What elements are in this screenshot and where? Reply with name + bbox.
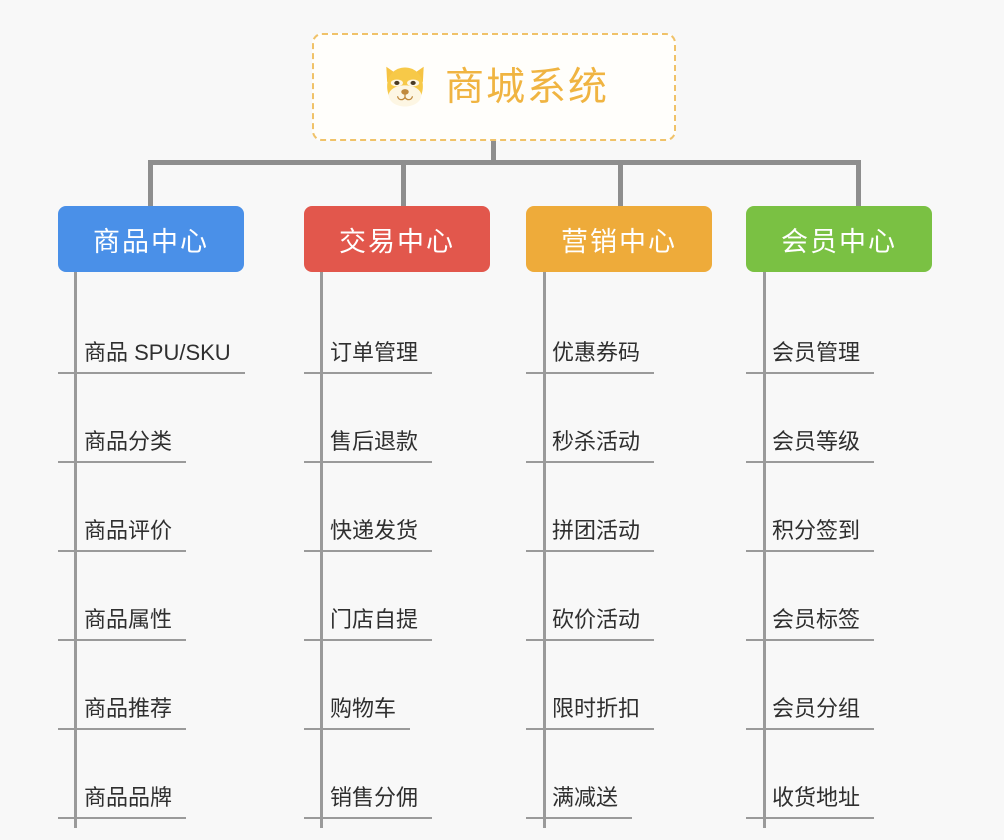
category-header-3[interactable]: 营销中心 [526, 206, 712, 272]
branch-body-3: 优惠券码 秒杀活动 拼团活动 砍价活动 限时折扣 满减送 [526, 272, 712, 828]
root-node-label: 商城系统 [444, 65, 609, 109]
category-header-1[interactable]: 商品中心 [58, 206, 244, 272]
list-item[interactable]: 订单管理 [304, 290, 490, 379]
leaf-label: 商品属性 [58, 607, 187, 641]
leaf-label: 商品分类 [58, 429, 187, 463]
leaf-label: 限时折扣 [526, 696, 655, 730]
connector-drop-3 [618, 160, 623, 208]
list-item[interactable]: 会员管理 [746, 290, 932, 379]
list-item[interactable]: 商品推荐 [58, 646, 244, 735]
leaf-label: 快递发货 [304, 518, 433, 552]
list-item[interactable]: 购物车 [304, 646, 490, 735]
list-item[interactable]: 秒杀活动 [526, 379, 712, 468]
shiba-dog-icon [379, 61, 431, 113]
branch-column-1: 商品中心 商品 SPU/SKU 商品分类 商品评价 商品属性 商品推荐 商品品牌 [58, 206, 245, 828]
branch-column-2: 交易中心 订单管理 售后退款 快递发货 门店自提 购物车 销售分佣 [304, 206, 490, 828]
leaf-label: 商品 SPU/SKU [58, 340, 245, 374]
leaf-label: 满减送 [526, 785, 633, 819]
leaf-label: 会员管理 [746, 340, 875, 374]
list-item[interactable]: 售后退款 [304, 379, 490, 468]
branch-column-4: 会员中心 会员管理 会员等级 积分签到 会员标签 会员分组 收货地址 [746, 206, 932, 828]
list-item[interactable]: 商品属性 [58, 557, 244, 646]
leaf-label: 收货地址 [746, 785, 875, 819]
leaf-label: 会员标签 [746, 607, 875, 641]
list-item[interactable]: 商品 SPU/SKU [58, 290, 245, 379]
list-item[interactable]: 积分签到 [746, 468, 932, 557]
connector-horizontal-bar [148, 160, 861, 165]
leaf-label: 优惠券码 [526, 340, 655, 374]
leaf-label: 秒杀活动 [526, 429, 655, 463]
leaf-label: 拼团活动 [526, 518, 655, 552]
category-header-1-label: 商品中心 [93, 226, 209, 257]
connector-drop-2 [401, 160, 406, 208]
list-item[interactable]: 会员等级 [746, 379, 932, 468]
leaf-label: 会员分组 [746, 696, 875, 730]
category-header-4-label: 会员中心 [781, 226, 897, 257]
list-item[interactable]: 商品分类 [58, 379, 244, 468]
leaf-label: 砍价活动 [526, 607, 655, 641]
leaf-label: 订单管理 [304, 340, 433, 374]
list-item[interactable]: 优惠券码 [526, 290, 712, 379]
list-item[interactable]: 商品评价 [58, 468, 244, 557]
leaf-label: 销售分佣 [304, 785, 433, 819]
list-item[interactable]: 会员标签 [746, 557, 932, 646]
category-header-2-label: 交易中心 [339, 226, 455, 257]
category-header-4[interactable]: 会员中心 [746, 206, 932, 272]
list-item[interactable]: 快递发货 [304, 468, 490, 557]
connector-root-stem [491, 141, 496, 163]
leaf-label: 商品评价 [58, 518, 187, 552]
category-header-2[interactable]: 交易中心 [304, 206, 490, 272]
branch-body-1: 商品 SPU/SKU 商品分类 商品评价 商品属性 商品推荐 商品品牌 [58, 272, 245, 828]
leaf-label: 售后退款 [304, 429, 433, 463]
leaf-label: 购物车 [304, 696, 411, 730]
leaf-label: 商品推荐 [58, 696, 187, 730]
list-item[interactable]: 商品品牌 [58, 735, 244, 824]
category-header-3-label: 营销中心 [561, 226, 677, 257]
connector-drop-4 [856, 160, 861, 208]
list-item[interactable]: 满减送 [526, 735, 712, 824]
leaf-label: 积分签到 [746, 518, 875, 552]
list-item[interactable]: 砍价活动 [526, 557, 712, 646]
leaf-label: 门店自提 [304, 607, 433, 641]
list-item[interactable]: 收货地址 [746, 735, 932, 824]
branch-column-3: 营销中心 优惠券码 秒杀活动 拼团活动 砍价活动 限时折扣 满减送 [526, 206, 712, 828]
list-item[interactable]: 门店自提 [304, 557, 490, 646]
connector-drop-1 [148, 160, 153, 208]
leaf-label: 商品品牌 [58, 785, 187, 819]
branch-body-2: 订单管理 售后退款 快递发货 门店自提 购物车 销售分佣 [304, 272, 490, 828]
list-item[interactable]: 销售分佣 [304, 735, 490, 824]
branch-body-4: 会员管理 会员等级 积分签到 会员标签 会员分组 收货地址 [746, 272, 932, 828]
root-node[interactable]: 商城系统 [312, 33, 676, 141]
list-item[interactable]: 限时折扣 [526, 646, 712, 735]
list-item[interactable]: 拼团活动 [526, 468, 712, 557]
leaf-label: 会员等级 [746, 429, 875, 463]
list-item[interactable]: 会员分组 [746, 646, 932, 735]
